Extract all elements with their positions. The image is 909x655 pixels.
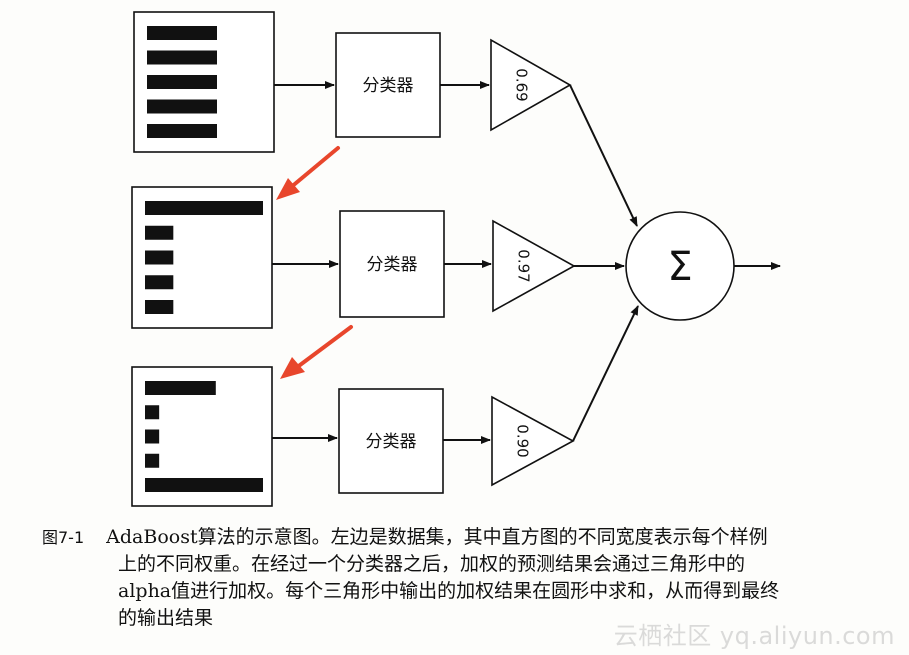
classifier-box-2: 分类器 [339, 210, 445, 318]
histogram-bar [147, 124, 217, 138]
arrow-weight-to-sum-1 [569, 84, 638, 227]
histogram-bar [145, 250, 174, 265]
caption-line-3: alpha值进行加权。每个三角形中输出的加权结果在圆形中求和，从而得到最终 [118, 580, 780, 602]
histogram-bar [147, 75, 217, 89]
histogram-bar [145, 429, 160, 444]
weight-triangle-3: 0.90 [491, 395, 575, 487]
histogram-bar [145, 478, 263, 492]
caption-text-1: AdaBoost算法的示意图。左边是数据集，其中直方图的不同宽度表示每个样例 [106, 526, 768, 548]
histogram-bar [145, 300, 174, 314]
classifier-label: 分类器 [366, 432, 417, 452]
histogram-bar [145, 201, 263, 215]
weight-label-2: 0.97 [515, 249, 533, 282]
sum-node: Σ [625, 211, 735, 321]
sum-symbol: Σ [667, 244, 692, 290]
highlight-arrow-1 [276, 146, 340, 200]
dataset-box-1 [133, 11, 275, 153]
histogram-bar [147, 26, 217, 40]
histogram-bar [145, 225, 174, 240]
caption-line-1: 图7-1 AdaBoost算法的示意图。左边是数据集，其中直方图的不同宽度表示每个… [42, 524, 882, 551]
histogram-bar [145, 405, 160, 420]
classifier-box-3: 分类器 [338, 388, 444, 494]
classifier-label: 分类器 [363, 76, 414, 96]
classifier-box-1: 分类器 [335, 32, 441, 138]
figure-label: 图7-1 [42, 528, 85, 547]
dataset-box-3 [131, 366, 273, 507]
weight-label-1: 0.69 [513, 68, 531, 101]
caption-line-4: 的输出结果 [118, 607, 214, 629]
caption-line-2: 上的不同权重。在经过一个分类器之后，加权的预测结果会通过三角形中的 [118, 553, 746, 575]
histogram-bar [145, 381, 216, 395]
histogram-bar [145, 453, 160, 468]
classifier-label: 分类器 [367, 255, 418, 275]
weight-triangle-2: 0.97 [492, 219, 576, 313]
histogram-bar [147, 50, 217, 65]
highlight-arrow-2 [280, 325, 353, 379]
weight-triangle-1: 0.69 [490, 38, 572, 132]
dataset-box-2 [131, 186, 273, 329]
watermark: 云栖社区 yq.aliyun.com [613, 622, 895, 650]
histogram-bar [145, 275, 174, 290]
histogram-bar [147, 99, 217, 114]
figure-caption: 图7-1 AdaBoost算法的示意图。左边是数据集，其中直方图的不同宽度表示每个… [42, 524, 882, 632]
weight-label-3: 0.90 [514, 424, 532, 457]
arrow-weight-to-sum-3 [572, 305, 639, 442]
